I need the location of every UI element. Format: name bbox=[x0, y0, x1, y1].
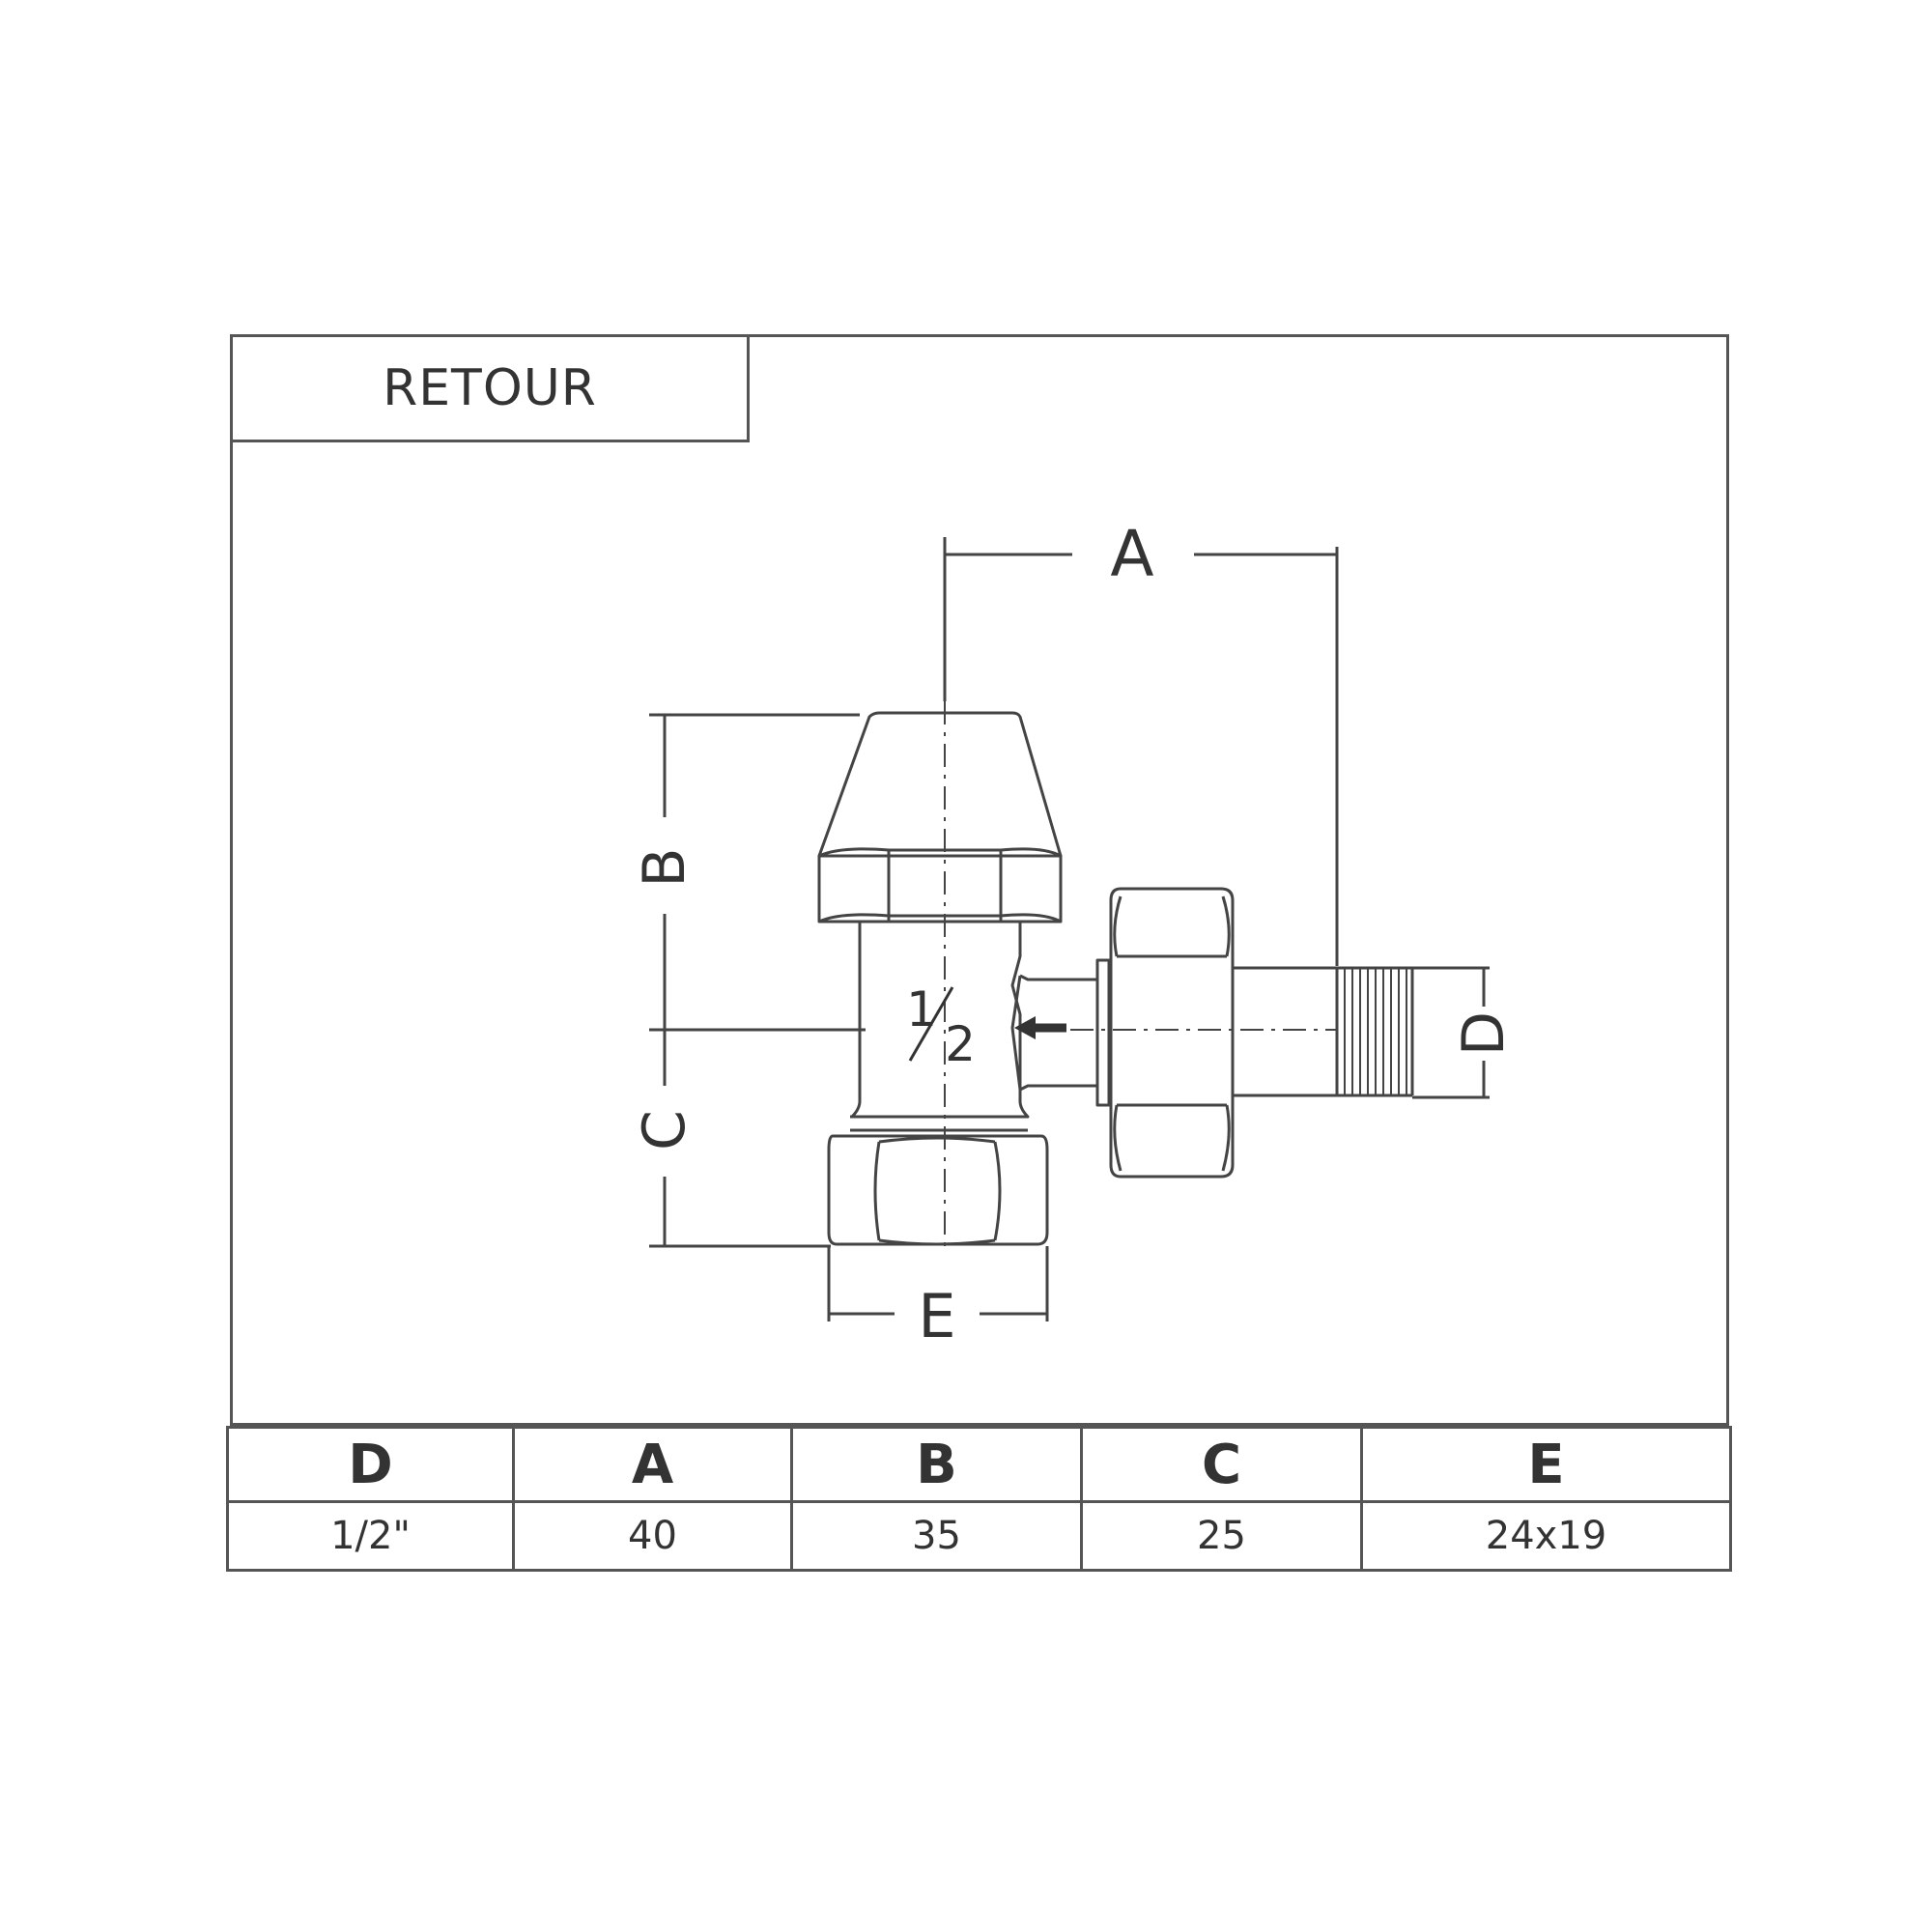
header-cell-a: A bbox=[512, 1426, 793, 1503]
valve-body bbox=[850, 920, 1030, 1132]
bottom-nut bbox=[827, 1134, 1049, 1246]
union-nut bbox=[1109, 887, 1235, 1179]
dim-label-d: D bbox=[1450, 1011, 1518, 1056]
dimension-e bbox=[827, 1246, 1049, 1321]
header-cell-e: E bbox=[1360, 1426, 1732, 1503]
valve-cap bbox=[817, 711, 1063, 923]
dimension-d bbox=[1412, 966, 1490, 1099]
tail-pipe bbox=[1233, 966, 1414, 1097]
value-cell-e: 24x19 bbox=[1360, 1500, 1732, 1572]
flow-arrow-icon bbox=[1014, 1016, 1066, 1039]
table-row: 1/2" 40 35 25 24x19 bbox=[226, 1500, 1732, 1572]
fraction-slash bbox=[908, 986, 954, 1062]
drawing-frame bbox=[230, 334, 1729, 1426]
dimension-a bbox=[943, 537, 1339, 966]
dim-label-e: E bbox=[918, 1281, 955, 1351]
title: RETOUR bbox=[383, 359, 597, 417]
table-header-row: D A B C E bbox=[226, 1426, 1732, 1503]
header-cell-d: D bbox=[226, 1426, 515, 1503]
value-cell-c: 25 bbox=[1080, 1500, 1363, 1572]
outlet-neck bbox=[1010, 958, 1111, 1107]
dimension-b-c bbox=[649, 713, 866, 1248]
fraction-numerator: 1 bbox=[906, 981, 937, 1037]
header-cell-b: B bbox=[790, 1426, 1083, 1503]
dim-label-a: A bbox=[1110, 517, 1153, 591]
value-cell-a: 40 bbox=[512, 1500, 793, 1572]
fraction-denominator: 2 bbox=[945, 1016, 976, 1072]
dim-label-b: B bbox=[631, 847, 698, 887]
value-cell-b: 35 bbox=[790, 1500, 1083, 1572]
center-lines bbox=[944, 701, 1337, 1246]
title-box: RETOUR bbox=[230, 334, 750, 442]
dimension-table: D A B C E 1/2" 40 35 25 24x19 bbox=[226, 1426, 1732, 1572]
value-cell-d: 1/2" bbox=[226, 1500, 515, 1572]
dim-label-c: C bbox=[631, 1110, 698, 1151]
header-cell-c: C bbox=[1080, 1426, 1363, 1503]
